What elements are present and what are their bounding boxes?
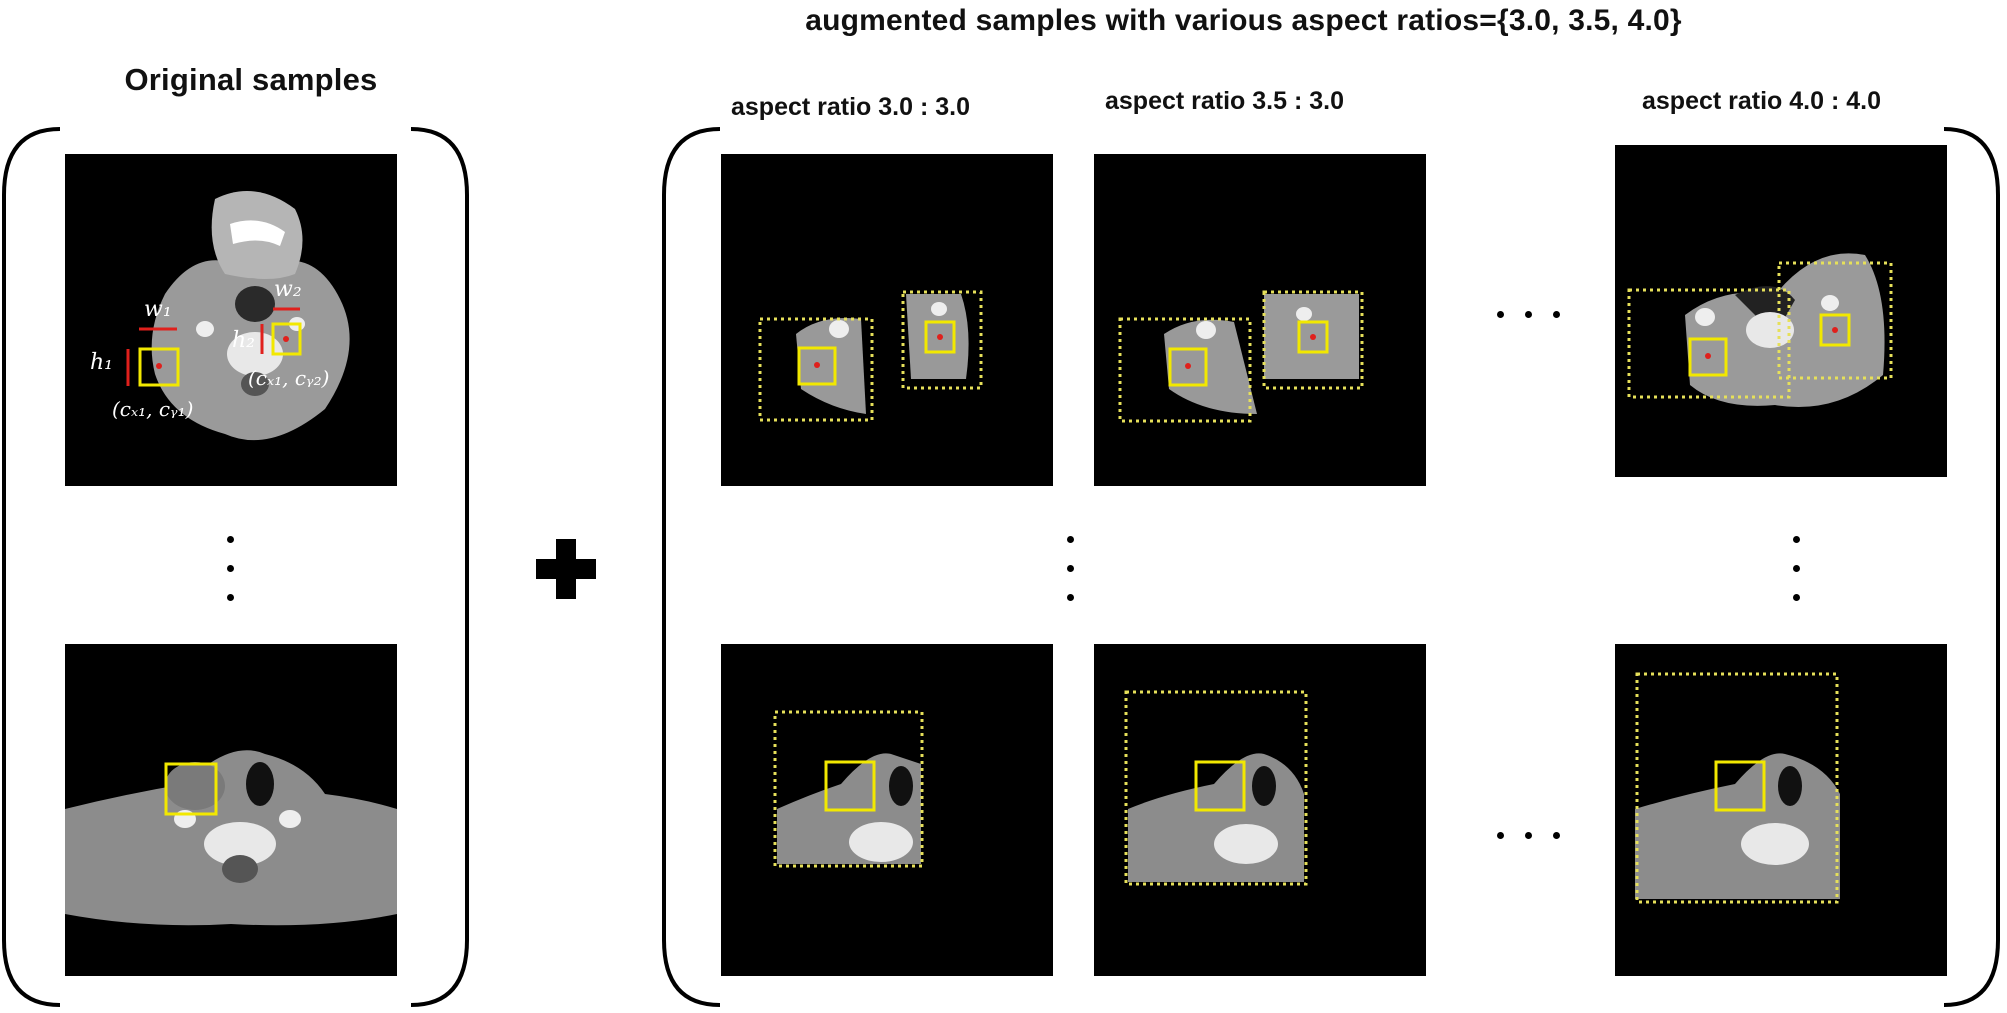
left-bracket-close — [410, 127, 469, 1007]
annotation-h2: h₂ — [232, 328, 255, 353]
column-label-ar-3-0: aspect ratio 3.0 : 3.0 — [731, 93, 971, 121]
vertical-ellipsis-col2 — [1067, 536, 1077, 623]
column-label-ar-3-5: aspect ratio 3.5 : 3.0 — [1105, 87, 1345, 115]
augmented-ar-3-5-bottom — [1094, 644, 1426, 976]
augmented-ar-3-0-top — [721, 154, 1053, 486]
original-sample-ct-top — [65, 154, 397, 486]
left-bracket-open — [1, 127, 61, 1007]
annotation-c1: (cₓ₁, cᵧ₁) — [112, 397, 194, 421]
original-sample-ct-bottom — [65, 644, 397, 976]
right-bracket-close — [1943, 127, 2000, 1007]
annotation-w1: w₁ — [144, 297, 172, 322]
column-label-ar-4-0: aspect ratio 4.0 : 4.0 — [1642, 87, 1882, 115]
augmented-ar-4-0-bottom — [1615, 644, 1947, 976]
augmented-ar-3-0-bottom — [721, 644, 1053, 976]
augmented-ar-3-5-top — [1094, 154, 1426, 486]
augmented-samples-title: augmented samples with various aspect ra… — [805, 4, 1682, 37]
vertical-ellipsis-col3 — [1793, 536, 1803, 623]
annotation-h1: h₁ — [90, 350, 113, 375]
original-samples-title: Original samples — [124, 62, 378, 97]
horizontal-ellipsis-top — [1497, 305, 1581, 318]
plus-icon — [536, 539, 596, 599]
vertical-ellipsis-original — [227, 536, 237, 623]
annotation-c2: (cₓ₁, cᵧ₂) — [248, 366, 330, 390]
annotation-w2: w₂ — [274, 277, 302, 302]
right-bracket-open — [662, 127, 721, 1007]
horizontal-ellipsis-bottom — [1497, 826, 1581, 839]
augmented-ar-4-0-top — [1615, 145, 1947, 477]
